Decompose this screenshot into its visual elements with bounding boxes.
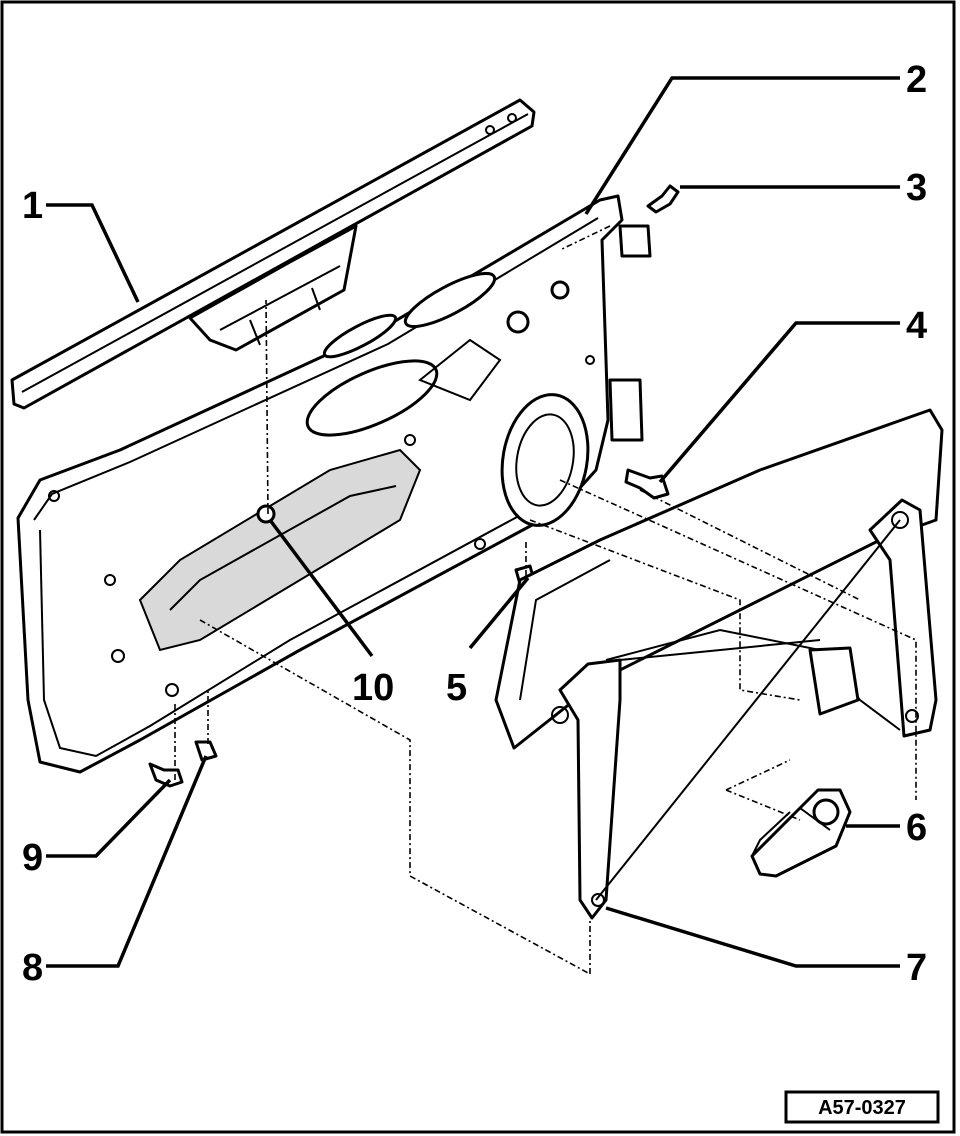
window-trim-strip bbox=[10, 98, 536, 410]
bolt-4 bbox=[624, 468, 670, 500]
callout-4: 4 bbox=[906, 305, 927, 347]
reference-code: A57-0327 bbox=[818, 1097, 906, 1119]
window-motor bbox=[750, 788, 852, 878]
alignment-lines bbox=[174, 225, 917, 975]
door-inner-panel bbox=[16, 194, 652, 774]
window-regulator bbox=[551, 498, 938, 920]
callout-3: 3 bbox=[906, 167, 927, 209]
callout-1: 1 bbox=[22, 185, 43, 227]
clip-8 bbox=[194, 740, 218, 762]
callout-7: 7 bbox=[906, 947, 927, 989]
callout-2: 2 bbox=[906, 59, 927, 101]
bolt-9 bbox=[148, 762, 184, 788]
callout-8: 8 bbox=[22, 947, 43, 989]
leader-lines bbox=[46, 76, 900, 968]
callout-labels: 1 2 3 4 5 6 7 8 9 10 bbox=[22, 59, 927, 989]
reference-code-box: A57-0327 bbox=[784, 1090, 940, 1124]
screw-3 bbox=[646, 184, 680, 214]
callout-10: 10 bbox=[352, 667, 394, 709]
callout-9: 9 bbox=[22, 837, 43, 879]
callout-6: 6 bbox=[906, 807, 927, 849]
callout-5: 5 bbox=[446, 667, 467, 709]
